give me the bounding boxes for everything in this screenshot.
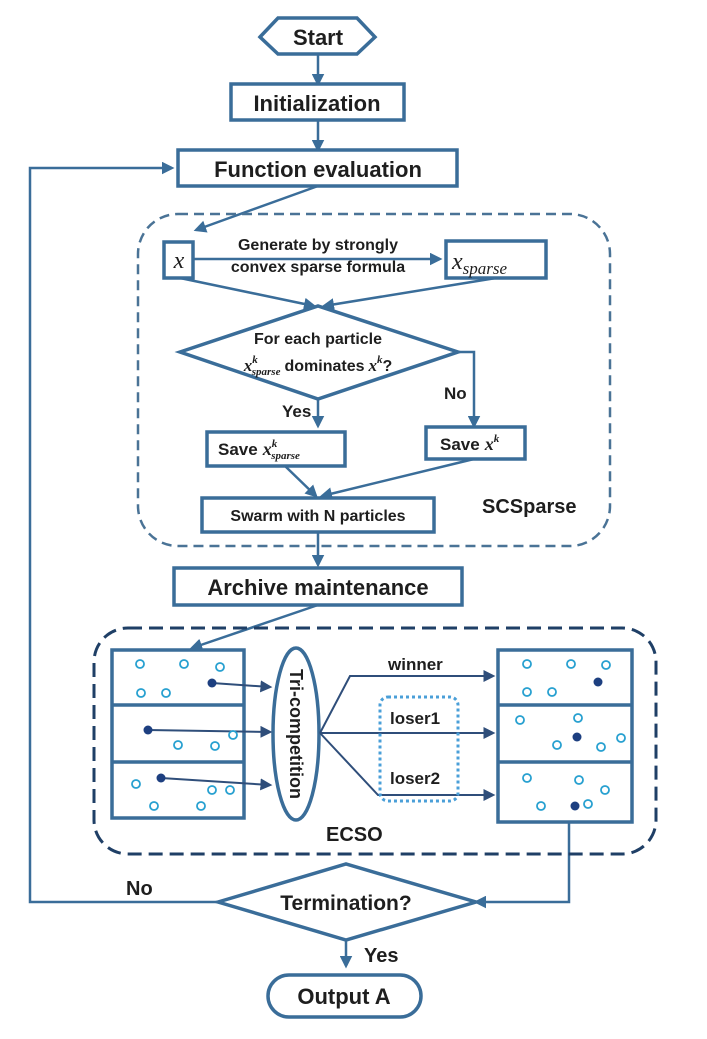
swarm-label: Swarm with N particles (230, 508, 405, 525)
arrow-mid-particle (147, 725, 273, 738)
right-population-grid (496, 648, 634, 824)
archive-node: Archive maintenance (172, 566, 464, 607)
particle-open (601, 660, 611, 670)
arrow-xsparse-to-decision (321, 276, 497, 311)
particle-open (179, 659, 189, 669)
particle-open (522, 687, 532, 697)
particle-open (536, 801, 546, 811)
ecso-label: ECSO (326, 824, 383, 846)
x-label: x (173, 248, 185, 274)
particle-open (215, 662, 225, 672)
particle-open (136, 688, 146, 698)
initialization-label: Initialization (253, 91, 380, 116)
ecso-arrows (147, 670, 496, 801)
particle-open (600, 785, 610, 795)
particle-open (522, 659, 532, 669)
particle-open (566, 659, 576, 669)
left-particles (131, 659, 238, 811)
output-node: Output A (266, 973, 423, 1019)
particle-open (522, 773, 532, 783)
x-sparse-node: xsparse (444, 239, 548, 280)
losers-dotted-box (378, 695, 460, 803)
right-particles (515, 659, 626, 811)
particle-selected (143, 725, 153, 735)
winner-label: winner (387, 655, 443, 674)
particle-open (135, 659, 145, 669)
particle-open (616, 733, 626, 743)
arrow-top-particle (211, 680, 273, 693)
decision-line1: For each particle (254, 331, 382, 348)
particle-open (552, 740, 562, 750)
generate-line2: convex sparse formula (231, 259, 405, 276)
particle-open (547, 687, 557, 697)
arrow-loser2 (319, 732, 496, 801)
particle-open (596, 742, 606, 752)
x-node: x (162, 240, 195, 280)
termination-no-label: No (126, 878, 153, 900)
particle-open (583, 799, 593, 809)
particle-open (173, 740, 183, 750)
tri-competition-label: Tri-competition (286, 669, 306, 799)
arrow-x-to-decision (179, 276, 317, 311)
particle-selected (593, 677, 603, 687)
particle-open (225, 785, 235, 795)
particle-open (573, 713, 583, 723)
particle-selected (570, 801, 580, 811)
start-label: Start (293, 25, 344, 50)
initialization-node: Initialization (229, 82, 406, 122)
particle-open (161, 688, 171, 698)
function-evaluation-node: Function evaluation (176, 148, 459, 188)
x-sparse-label: xsparse (451, 249, 508, 278)
swarm-node: Swarm with N particles (200, 496, 436, 534)
connectors (28, 54, 571, 969)
loser1-label: loser1 (390, 709, 440, 728)
particle-open (515, 715, 525, 725)
output-label: Output A (297, 984, 390, 1009)
particle-open (207, 785, 217, 795)
left-population-grid (110, 648, 246, 820)
arrow-termination-no-loop (28, 161, 218, 904)
termination-label: Termination? (280, 892, 411, 915)
termination-yes-label: Yes (364, 945, 398, 967)
particle-open (149, 801, 159, 811)
arrow-ecso-to-termination (473, 822, 571, 909)
archive-label: Archive maintenance (207, 575, 428, 600)
arrow-winner (319, 670, 496, 734)
generate-line1: Generate by strongly (238, 237, 398, 254)
decision-no-label: No (444, 384, 467, 403)
decision-yes-label: Yes (282, 402, 311, 421)
particle-selected (572, 732, 582, 742)
particle-open (131, 779, 141, 789)
tri-competition-node: Tri-competition (271, 646, 321, 822)
particle-open (574, 775, 584, 785)
scsparse-label: SCSparse (482, 496, 577, 518)
particle-open (210, 741, 220, 751)
particle-selected (156, 773, 166, 783)
loser2-label: loser2 (390, 769, 440, 788)
arrow-savesparse-to-swarm (284, 465, 318, 498)
scsparse-region (136, 212, 612, 548)
arrow-bottom-particle (160, 777, 273, 791)
start-node: Start (257, 16, 378, 56)
arrow-eval-to-x (193, 184, 319, 233)
particle-open (228, 730, 238, 740)
arrow-savex-to-swarm (319, 457, 475, 500)
particle-open (196, 801, 206, 811)
function-evaluation-label: Function evaluation (214, 157, 422, 182)
termination-decision: Termination? (211, 862, 483, 942)
particle-selected (207, 678, 217, 688)
